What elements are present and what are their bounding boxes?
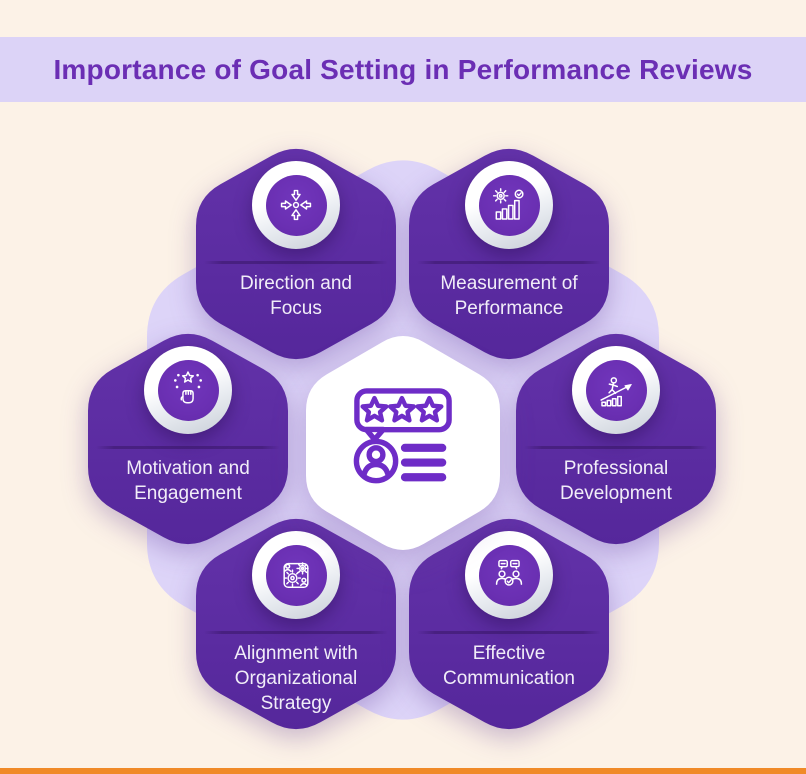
hexagon-professional-development: Professional Development <box>516 327 716 551</box>
label-line: Effective <box>472 643 546 664</box>
converge-arrows-icon <box>280 189 312 221</box>
center-hexagon-shape <box>306 336 500 550</box>
hexagon-label: Effective Communication <box>409 641 609 691</box>
icon-badge <box>144 346 232 434</box>
label-line: Organizational <box>234 668 358 689</box>
badge-inner <box>157 359 219 421</box>
icon-badge <box>465 161 553 249</box>
shadow-line <box>417 631 601 634</box>
fist-star-icon <box>174 371 202 404</box>
label-line: Strategy <box>260 693 332 714</box>
shadow-line <box>524 446 708 449</box>
label-line: Communication <box>443 668 575 689</box>
label-line: Professional <box>563 458 669 479</box>
badge-inner <box>585 359 647 421</box>
label-line: Direction and <box>240 273 352 294</box>
hexagon-label: Motivation and Engagement <box>88 456 288 506</box>
page-title: Importance of Goal Setting in Performanc… <box>53 53 753 85</box>
shadow-line <box>204 261 388 264</box>
gears-people-icon <box>283 562 309 588</box>
hexagon-label: Professional Development <box>516 456 716 506</box>
hexagon-direction-focus: Direction and Focus <box>196 142 396 366</box>
hexagon-alignment-strategy: Alignment with Organizational Strategy <box>196 512 396 736</box>
label-line: Measurement of <box>440 273 578 294</box>
person-growth-icon <box>600 377 632 407</box>
shadow-line <box>96 446 280 449</box>
label-line: Engagement <box>134 483 242 504</box>
icon-badge <box>572 346 660 434</box>
customer-review-icon <box>353 388 452 484</box>
shadow-line <box>417 261 601 264</box>
hexagon-shape <box>516 333 716 545</box>
badge-inner <box>478 544 540 606</box>
gear-chart-icon <box>492 188 524 220</box>
icon-badge <box>252 531 340 619</box>
hexagon-label: Direction and Focus <box>196 271 396 321</box>
hexagon-shape <box>88 333 288 545</box>
hexagon-shape <box>196 148 396 360</box>
badge-inner <box>265 544 327 606</box>
hexagon-label: Measurement of Performance <box>409 271 609 321</box>
people-chat-icon <box>495 559 523 586</box>
icon-badge <box>252 161 340 249</box>
center-hexagon <box>306 330 500 556</box>
icon-badge <box>465 531 553 619</box>
shadow-line <box>204 631 388 634</box>
hexagon-shape <box>409 518 609 730</box>
hexagon-label: Alignment with Organizational Strategy <box>196 641 396 716</box>
badge-inner <box>265 174 327 236</box>
badge-inner <box>478 174 540 236</box>
hexagon-motivation-engagement: Motivation and Engagement <box>88 327 288 551</box>
label-line: Alignment with <box>234 643 358 664</box>
hexagon-shape <box>409 148 609 360</box>
hexagon-measurement-performance: Measurement of Performance <box>409 142 609 366</box>
label-line: Motivation and <box>126 458 250 479</box>
header-band: Importance of Goal Setting in Performanc… <box>0 37 806 102</box>
hexagon-effective-communication: Effective Communication <box>409 512 609 736</box>
footer-accent-bar <box>0 768 806 774</box>
label-line: Focus <box>270 298 322 319</box>
label-line: Development <box>560 483 672 504</box>
label-line: Performance <box>454 298 564 319</box>
hexagon-shape <box>196 518 396 730</box>
